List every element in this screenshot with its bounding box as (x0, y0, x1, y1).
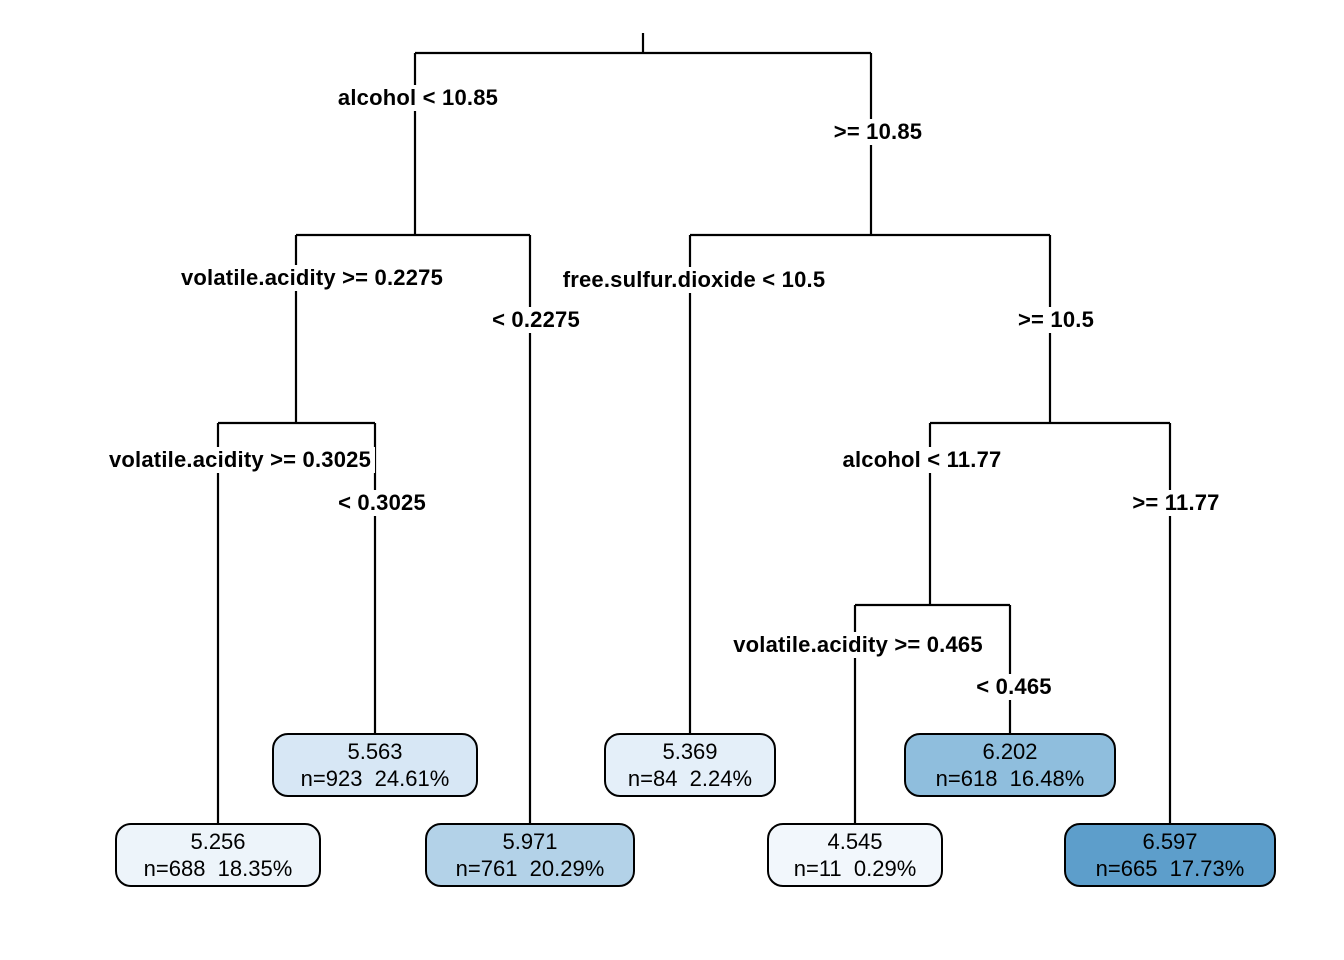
leaf-stats: n=665 17.73% (1095, 856, 1245, 881)
split-label-alc1177-right: >= 11.77 (1128, 490, 1224, 516)
split-label-va465-left: volatile.acidity >= 0.465 (729, 632, 987, 658)
leaf-stats: n=11 0.29% (793, 856, 917, 881)
leaf-node-5-256: 5.256 n=688 18.35% (115, 823, 321, 887)
split-label-fsd105-right: >= 10.5 (1013, 307, 1099, 333)
leaf-value: 5.369 (662, 739, 718, 764)
leaf-value: 6.202 (982, 739, 1038, 764)
leaf-node-5-971: 5.971 n=761 20.29% (425, 823, 635, 887)
split-label-va2275-left: volatile.acidity >= 0.2275 (176, 265, 448, 291)
leaf-node-5-369: 5.369 n=84 2.24% (604, 733, 776, 797)
split-label-root-right: >= 10.85 (829, 119, 927, 145)
leaf-node-4-545: 4.545 n=11 0.29% (767, 823, 943, 887)
leaf-stats: n=688 18.35% (143, 856, 293, 881)
leaf-stats: n=84 2.24% (627, 766, 753, 791)
leaf-node-5-563: 5.563 n=923 24.61% (272, 733, 478, 797)
leaf-node-6-202: 6.202 n=618 16.48% (904, 733, 1116, 797)
leaf-value: 4.545 (827, 829, 883, 854)
branch-lines-group (216, 33, 1172, 828)
split-label-alc1177-left: alcohol < 11.77 (838, 447, 1006, 473)
leaf-stats: n=923 24.61% (300, 766, 450, 791)
leaf-value: 5.563 (347, 739, 403, 764)
leaf-stats: n=618 16.48% (935, 766, 1085, 791)
split-label-root-left: alcohol < 10.85 (333, 85, 503, 111)
leaf-value: 5.971 (502, 829, 558, 854)
split-label-va465-right: < 0.465 (972, 674, 1056, 700)
split-label-va3025-left: volatile.acidity >= 0.3025 (104, 447, 376, 473)
leaf-value: 6.597 (1142, 829, 1198, 854)
leaf-value: 5.256 (190, 829, 246, 854)
leaf-stats: n=761 20.29% (455, 856, 605, 881)
split-label-va3025-right: < 0.3025 (334, 490, 430, 516)
split-label-va2275-right: < 0.2275 (488, 307, 584, 333)
leaf-node-6-597: 6.597 n=665 17.73% (1064, 823, 1276, 887)
split-label-fsd105-left: free.sulfur.dioxide < 10.5 (558, 267, 830, 293)
